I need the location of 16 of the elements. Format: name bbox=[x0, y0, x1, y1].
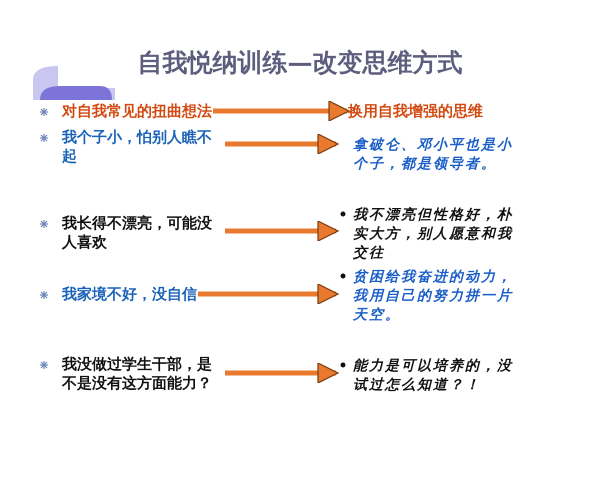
distorted-thought: 我长得不漂亮，可能没人喜欢 bbox=[62, 214, 224, 252]
reframed-thought: 拿破仑、邓小平也是小个子，都是领导者。 bbox=[337, 136, 518, 174]
reframed-thought: 贫困给我奋进的动力，我用自己的努力拼一片天空。 bbox=[337, 268, 518, 325]
distorted-thought: 我家境不好，没自信 bbox=[62, 285, 197, 304]
title: 自我悦纳训练—改变思维方式 bbox=[136, 47, 464, 79]
arrow bbox=[198, 283, 339, 305]
column-heading: 换用自我增强的思维 bbox=[348, 102, 483, 121]
column-heading: 对自我常见的扭曲想法 bbox=[62, 102, 212, 121]
arrow bbox=[225, 362, 339, 384]
arrow bbox=[225, 133, 339, 155]
distorted-thought: 我没做过学生干部，是不是没有这方面能力？ bbox=[62, 355, 224, 393]
reframed-thought: 能力是可以培养的，没试过怎么知道？！ bbox=[337, 357, 518, 395]
arrow bbox=[213, 100, 350, 122]
reframed-thought: 我不漂亮但性格好，朴实大方，别人愿意和我交往 bbox=[337, 206, 518, 263]
distorted-thought: 我个子小，怕别人瞧不起 bbox=[62, 128, 224, 166]
arrow bbox=[225, 220, 339, 242]
